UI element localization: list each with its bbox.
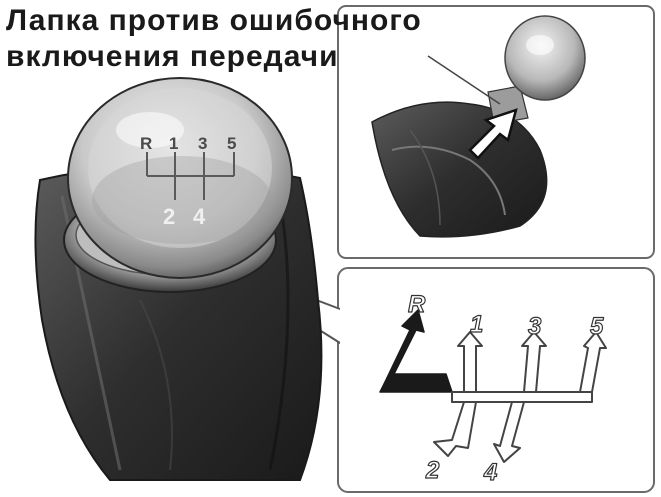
diagram-label-4: 4 xyxy=(483,459,497,486)
knob-label-2: 2 xyxy=(163,204,175,229)
arrow-up-3-icon xyxy=(521,331,547,393)
small-knob xyxy=(504,15,586,101)
inset-top-panel xyxy=(337,5,655,259)
caption-pointer-line xyxy=(427,55,501,105)
shift-pattern-diagram: R 1 3 5 2 4 xyxy=(379,290,607,487)
arrow-down-4-icon xyxy=(493,401,525,463)
arrow-up-1-icon xyxy=(457,331,483,393)
diagram-label-3: 3 xyxy=(528,313,542,340)
diagram-label-2: 2 xyxy=(425,457,440,484)
caption-line-2: включения передачи xyxy=(6,40,339,73)
knob-label-1: 1 xyxy=(169,134,178,153)
knob-label-r: R xyxy=(140,134,152,153)
knob-label-3: 3 xyxy=(198,134,207,153)
gear-knob: R 1 3 5 2 4 xyxy=(63,77,293,293)
reverse-arrow-icon xyxy=(379,309,453,393)
diagram-label-1: 1 xyxy=(470,311,483,338)
lockout-arrow-icon xyxy=(468,108,518,160)
arrow-up-5-icon xyxy=(579,331,607,393)
caption-line-1: Лапка против ошибочного xyxy=(6,4,422,37)
knob-label-5: 5 xyxy=(227,134,236,153)
diagram-label-5: 5 xyxy=(590,313,604,340)
diagram-label-r: R xyxy=(408,291,426,318)
knob-label-4: 4 xyxy=(193,204,206,229)
arrow-down-2-icon xyxy=(433,401,477,457)
